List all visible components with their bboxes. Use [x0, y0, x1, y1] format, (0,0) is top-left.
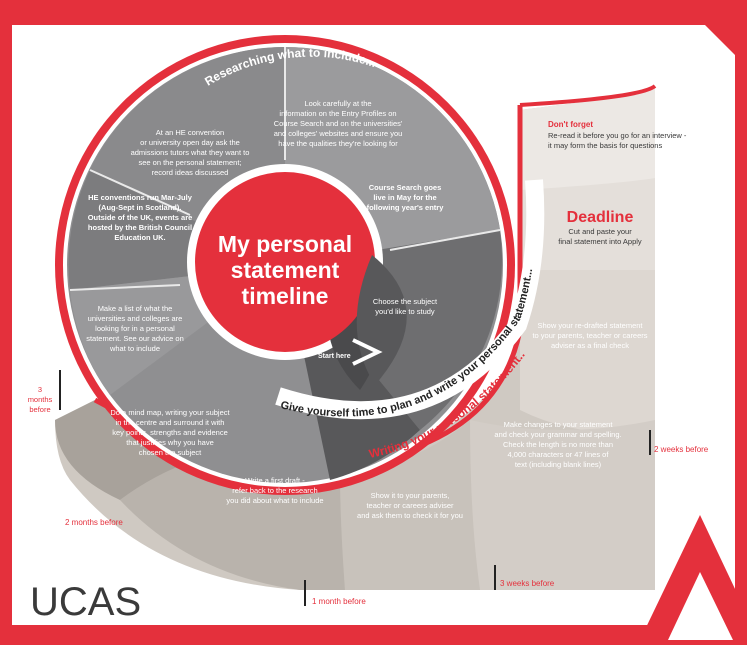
first-draft-text: Write a first draft - refer back to the …	[226, 476, 323, 505]
svg-text:admissions tutors what they wa: admissions tutors what they want to	[131, 148, 250, 157]
svg-text:Show your re-drafted statement: Show your re-drafted statement	[537, 321, 643, 330]
svg-text:information on the Entry Profi: information on the Entry Profiles on	[279, 109, 396, 118]
start-label: Start here	[318, 353, 351, 360]
milestone-1-month: 1 month before	[312, 597, 366, 606]
course-search-text: Course Search goes live in May for the f…	[367, 183, 445, 212]
band-deadline	[520, 178, 655, 270]
svg-text:and ask them to check it for y: and ask them to check it for you	[357, 511, 463, 520]
redrafted-text: Show your re-drafted statement to your p…	[532, 321, 647, 350]
svg-text:Course Search and on the unive: Course Search and on the universities'	[274, 119, 403, 128]
svg-text:hosted by the British Council: hosted by the British Council	[88, 223, 192, 232]
svg-text:(Aug-Sept in Scotland).: (Aug-Sept in Scotland).	[99, 203, 182, 212]
tail-top-line	[519, 84, 657, 107]
corner-accent	[705, 25, 735, 55]
changes-text: Make changes to your statement and check…	[494, 420, 621, 469]
dont-forget-text: Re-read it before you go for an intervie…	[548, 131, 687, 150]
svg-text:months: months	[28, 395, 53, 404]
he-conventions-text: HE conventions run Mar-July (Aug-Sept in…	[88, 193, 193, 242]
svg-text:Cut and paste your: Cut and paste your	[568, 227, 632, 236]
svg-text:looking for in a personal: looking for in a personal	[95, 324, 175, 333]
svg-text:Re-read it before you go for a: Re-read it before you go for an intervie…	[548, 131, 687, 140]
milestone-3-weeks: 3 weeks before	[500, 579, 555, 588]
title-line-1: My personal	[218, 231, 352, 257]
svg-text:before: before	[29, 405, 50, 414]
give-time-band	[275, 179, 545, 420]
svg-text:Show it to your parents,: Show it to your parents,	[371, 491, 450, 500]
svg-text:Outside of the UK, events are: Outside of the UK, events are	[88, 213, 193, 222]
svg-text:to your parents, teacher or ca: to your parents, teacher or careers	[532, 331, 647, 340]
svg-text:Write a first draft -: Write a first draft -	[245, 476, 305, 485]
svg-text:Choose the subject: Choose the subject	[373, 297, 438, 306]
centre-disc	[195, 172, 375, 352]
svg-text:Course Search goes: Course Search goes	[369, 183, 442, 192]
milestone-2-weeks: 2 weeks before	[654, 445, 709, 454]
band-redrafted	[520, 270, 655, 433]
divider-3	[89, 169, 191, 216]
divider-4	[69, 284, 181, 291]
milestone-2-months: 2 months before	[65, 518, 123, 527]
deadline-title: Deadline	[567, 209, 634, 226]
svg-text:key points, strengths and evid: key points, strengths and evidence	[112, 428, 228, 437]
show-parents-text: Show it to your parents, teacher or care…	[357, 491, 463, 520]
svg-text:or university open day ask the: or university open day ask the	[140, 138, 240, 147]
svg-text:following year's entry: following year's entry	[367, 203, 445, 212]
band-mind-map	[55, 400, 210, 500]
look-text: Look carefully at the information on the…	[274, 99, 403, 148]
brand-mark-inner	[668, 572, 733, 640]
svg-text:final statement into Apply: final statement into Apply	[558, 237, 642, 246]
svg-text:teacher or careers adviser: teacher or careers adviser	[366, 501, 454, 510]
svg-text:statement. See our advice on: statement. See our advice on	[86, 334, 184, 343]
mind-map-text: Do a mind map, writing your subject in t…	[110, 408, 230, 457]
page-title: My personal statement timeline	[218, 231, 352, 309]
list-text: Make a list of what the universities and…	[86, 304, 184, 353]
title-line-2: statement	[231, 257, 340, 283]
svg-text:you did about what to include: you did about what to include	[226, 496, 323, 505]
band-show-parents	[340, 420, 480, 590]
convention-text: At an HE convention or university open d…	[131, 128, 250, 177]
svg-text:in the centre and surround it: in the centre and surround it with	[116, 418, 225, 427]
svg-text:3: 3	[38, 385, 42, 394]
svg-text:4,000 characters or 47 lines o: 4,000 characters or 47 lines of	[508, 450, 610, 459]
svg-text:adviser as a final check: adviser as a final check	[551, 341, 629, 350]
svg-text:text (including blank lines): text (including blank lines)	[515, 460, 602, 469]
svg-text:record ideas discussed: record ideas discussed	[152, 168, 229, 177]
ucas-logo: UCAS	[30, 580, 142, 624]
svg-text:Do a mind map, writing your su: Do a mind map, writing your subject	[110, 408, 230, 417]
svg-text:that justifies why you have: that justifies why you have	[126, 438, 214, 447]
svg-text:it may form the basis for ques: it may form the basis for questions	[548, 141, 662, 150]
svg-text:Check the length is no more th: Check the length is no more than	[503, 440, 613, 449]
svg-text:Education UK.: Education UK.	[114, 233, 165, 242]
start-arrow-icon	[352, 338, 383, 366]
choose-wedge	[356, 255, 407, 385]
brand-mark-icon	[640, 515, 745, 640]
divider-2	[389, 229, 501, 251]
title-line-3: timeline	[242, 283, 329, 309]
svg-text:Make changes to your statement: Make changes to your statement	[504, 420, 614, 429]
dont-forget-title: Don't forget	[548, 120, 593, 129]
band-changes	[470, 420, 655, 590]
svg-text:have the qualities they're loo: have the qualities they're looking for	[278, 139, 398, 148]
milestone-3-months: 3 months before	[28, 385, 53, 414]
svg-text:Look carefully at the: Look carefully at the	[304, 99, 371, 108]
svg-text:see on the personal statement;: see on the personal statement;	[139, 158, 242, 167]
svg-text:what to include: what to include	[109, 344, 160, 353]
svg-text:Make a list of what the: Make a list of what the	[98, 304, 173, 313]
svg-text:HE conventions run Mar-July: HE conventions run Mar-July	[88, 193, 193, 202]
svg-text:universities and colleges are: universities and colleges are	[88, 314, 183, 323]
svg-text:chosen the subject: chosen the subject	[139, 448, 202, 457]
svg-text:refer back to the research: refer back to the research	[232, 486, 317, 495]
svg-text:live in May for the: live in May for the	[373, 193, 436, 202]
deadline-text: Cut and paste your final statement into …	[558, 227, 642, 246]
svg-text:you'd like to study: you'd like to study	[375, 307, 435, 316]
svg-text:At an HE convention: At an HE convention	[156, 128, 224, 137]
svg-text:and colleges' websites and ens: and colleges' websites and ensure you	[274, 129, 403, 138]
svg-text:and check your grammar and spe: and check your grammar and spelling.	[494, 430, 621, 439]
choose-text: Choose the subject you'd like to study	[373, 297, 438, 316]
